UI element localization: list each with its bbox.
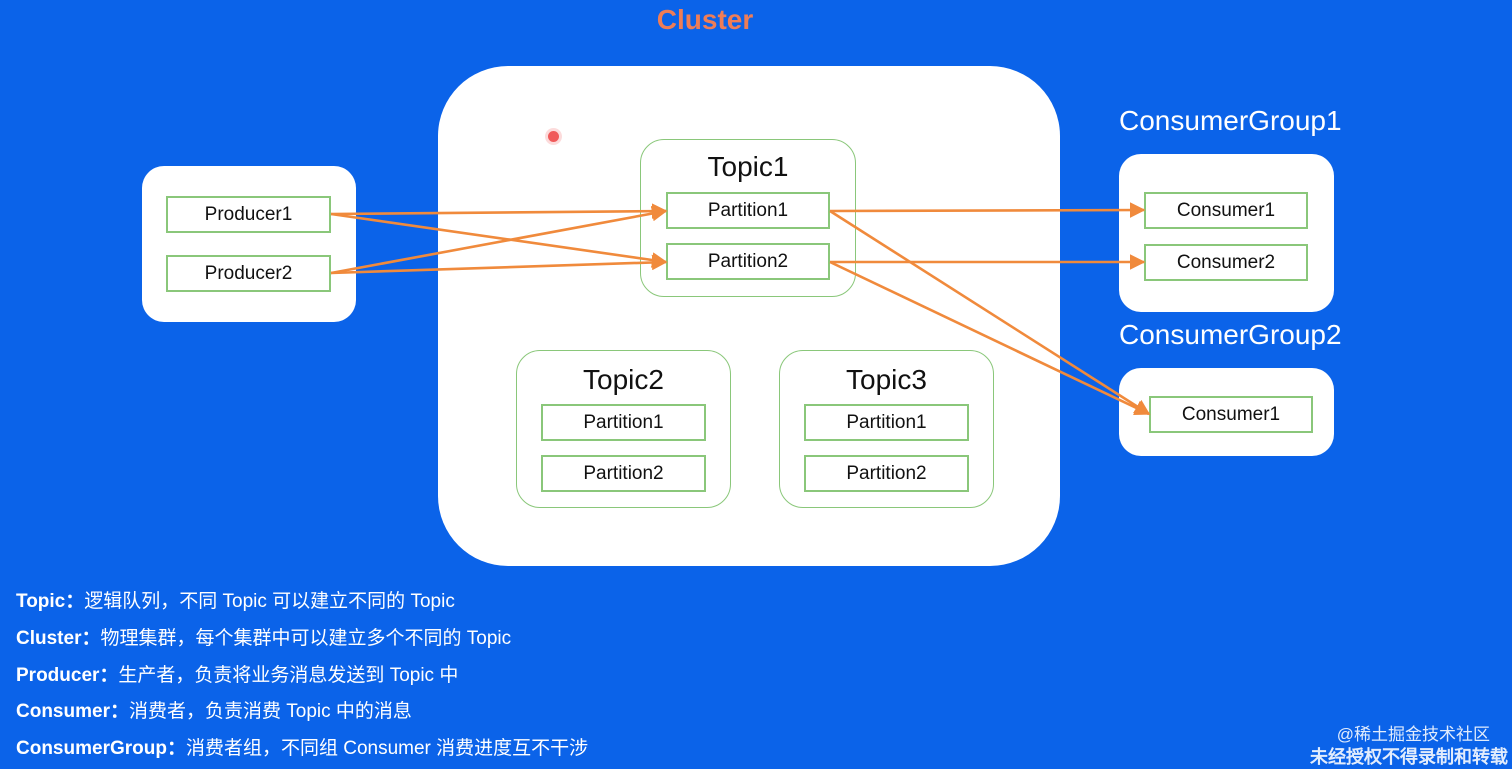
note-topic: Topic：逻辑队列，不同 Topic 可以建立不同的 Topic xyxy=(16,588,455,616)
note-cluster-term: Cluster： xyxy=(16,628,101,649)
topic-3-partition-1: Partition1 xyxy=(804,404,969,441)
topic-2-partition-2: Partition2 xyxy=(541,455,706,492)
topic-3-partition-2: Partition2 xyxy=(804,455,969,492)
note-producer-text: 生产者，负责将业务消息发送到 Topic 中 xyxy=(118,665,459,686)
producer-2-node: Producer2 xyxy=(166,255,331,292)
consumer-group-1-consumer-2: Consumer2 xyxy=(1144,244,1308,281)
note-consumer: Consumer：消费者，负责消费 Topic 中的消息 xyxy=(16,698,412,726)
note-consumer-group-text: 消费者组，不同组 Consumer 消费进度互不干涉 xyxy=(185,738,589,759)
note-topic-text: 逻辑队列，不同 Topic 可以建立不同的 Topic xyxy=(84,591,455,612)
topic-1-title: Topic1 xyxy=(707,151,789,182)
topic-2-partition-1: Partition1 xyxy=(541,404,706,441)
consumer-group-2-consumer-1: Consumer1 xyxy=(1149,396,1313,433)
topic-2-title: Topic2 xyxy=(583,364,664,395)
topic-3-title: Topic3 xyxy=(846,364,927,395)
note-cluster: Cluster：物理集群，每个集群中可以建立多个不同的 Topic xyxy=(16,625,511,653)
producer-1-node: Producer1 xyxy=(166,196,331,233)
note-cluster-text: 物理集群，每个集群中可以建立多个不同的 Topic xyxy=(100,628,512,649)
copyright-notice: 未经授权不得录制和转载 xyxy=(1310,747,1508,767)
consumer-group-1-panel xyxy=(1119,154,1334,312)
consumer-group-1-title: ConsumerGroup1 xyxy=(1119,105,1342,136)
producer-panel xyxy=(142,166,356,322)
note-consumer-group: ConsumerGroup：消费者组，不同组 Consumer 消费进度互不干涉 xyxy=(16,735,588,763)
note-consumer-term: Consumer： xyxy=(16,701,129,722)
source-watermark: @稀土掘金技术社区 xyxy=(1336,725,1490,744)
note-producer: Producer：生产者，负责将业务消息发送到 Topic 中 xyxy=(16,662,458,690)
cluster-title: Cluster xyxy=(656,4,754,35)
pointer-marker xyxy=(548,131,559,142)
note-consumer-group-term: ConsumerGroup： xyxy=(16,738,186,759)
consumer-group-1-consumer-1: Consumer1 xyxy=(1144,192,1308,229)
consumer-group-2-title: ConsumerGroup2 xyxy=(1119,319,1342,350)
note-consumer-text: 消费者，负责消费 Topic 中的消息 xyxy=(128,701,412,722)
topic-1-partition-1: Partition1 xyxy=(666,192,830,229)
note-producer-term: Producer： xyxy=(16,665,119,686)
note-topic-term: Topic： xyxy=(16,591,85,612)
topic-1-partition-2: Partition2 xyxy=(666,243,830,280)
